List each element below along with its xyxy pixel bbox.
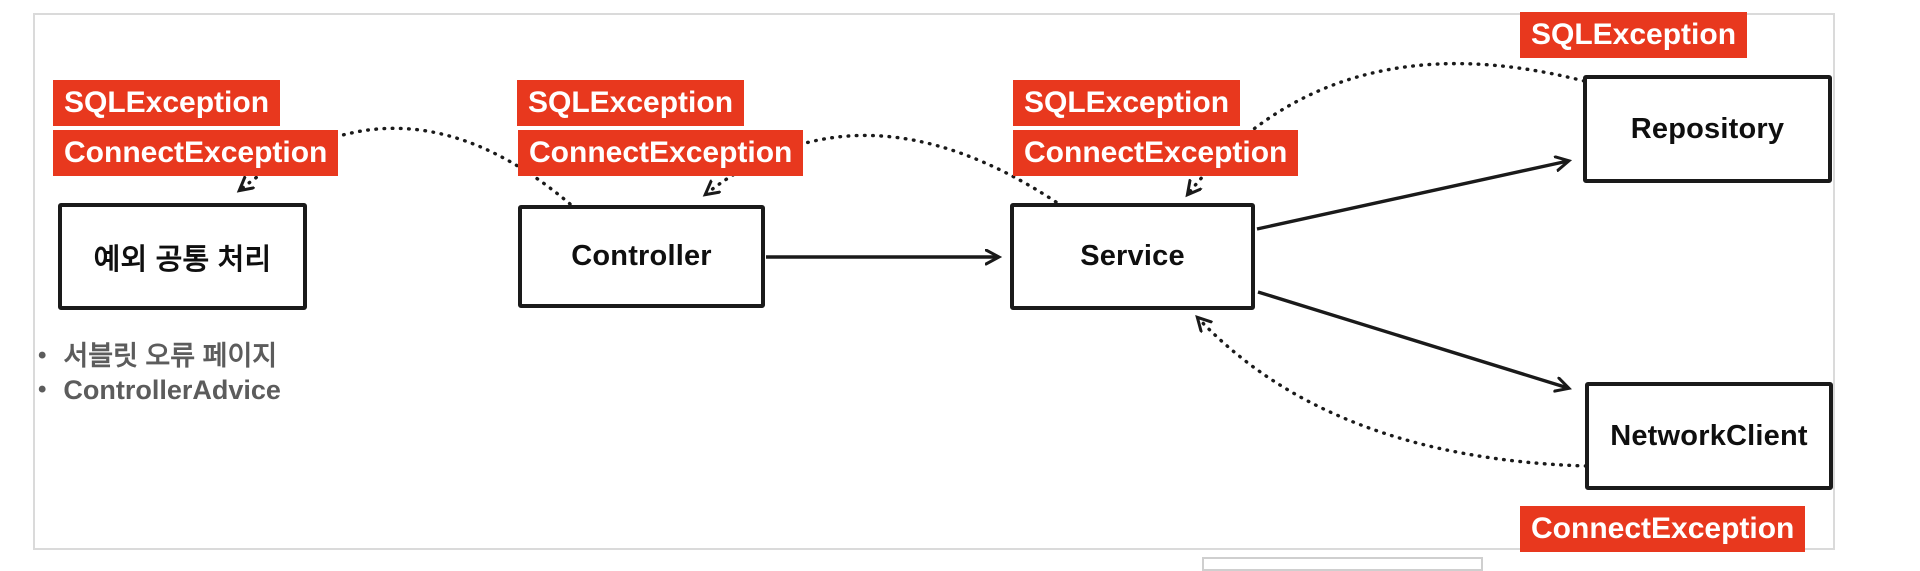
- diagram-frame: [33, 13, 1835, 550]
- node-exception-handler: 예외 공통 처리: [58, 203, 307, 310]
- node-service-label: Service: [1080, 240, 1185, 272]
- node-networkclient-label: NetworkClient: [1610, 419, 1808, 452]
- note-controller-advice: • ControllerAdvice: [38, 375, 281, 406]
- exception-label-handler-sql: SQLException: [53, 80, 281, 127]
- node-service: Service: [1010, 203, 1255, 310]
- exception-label-service-sql: SQLException: [1013, 80, 1241, 127]
- exception-label-handler-connect: ConnectException: [53, 130, 339, 177]
- cutoff-bottom-box: [1202, 557, 1483, 571]
- exception-label-service-connect: ConnectException: [1013, 130, 1299, 177]
- exception-label-repository-sql: SQLException: [1520, 12, 1748, 59]
- note-servlet-error-page-text: 서블릿 오류 페이지: [63, 341, 278, 371]
- exception-label-controller-connect: ConnectException: [518, 130, 804, 177]
- node-exception-handler-label: 예외 공통 처리: [93, 243, 272, 276]
- node-repository: Repository: [1583, 75, 1832, 183]
- exception-arc-networkclient-to-service: [1198, 318, 1588, 468]
- note-controller-advice-text: ControllerAdvice: [63, 375, 281, 405]
- bullet-icon: •: [38, 376, 47, 403]
- arrow-service-to-networkclient: [1257, 290, 1568, 388]
- note-servlet-error-page: • 서블릿 오류 페이지: [38, 334, 277, 373]
- exception-label-networkclient-connect: ConnectException: [1520, 506, 1806, 553]
- node-controller-label: Controller: [571, 240, 712, 272]
- node-repository-label: Repository: [1630, 112, 1785, 145]
- bullet-icon: •: [38, 342, 47, 369]
- node-controller: Controller: [518, 205, 765, 308]
- arrow-service-to-repository: [1256, 161, 1568, 231]
- exception-label-controller-sql: SQLException: [517, 80, 745, 127]
- node-networkclient: NetworkClient: [1585, 382, 1833, 490]
